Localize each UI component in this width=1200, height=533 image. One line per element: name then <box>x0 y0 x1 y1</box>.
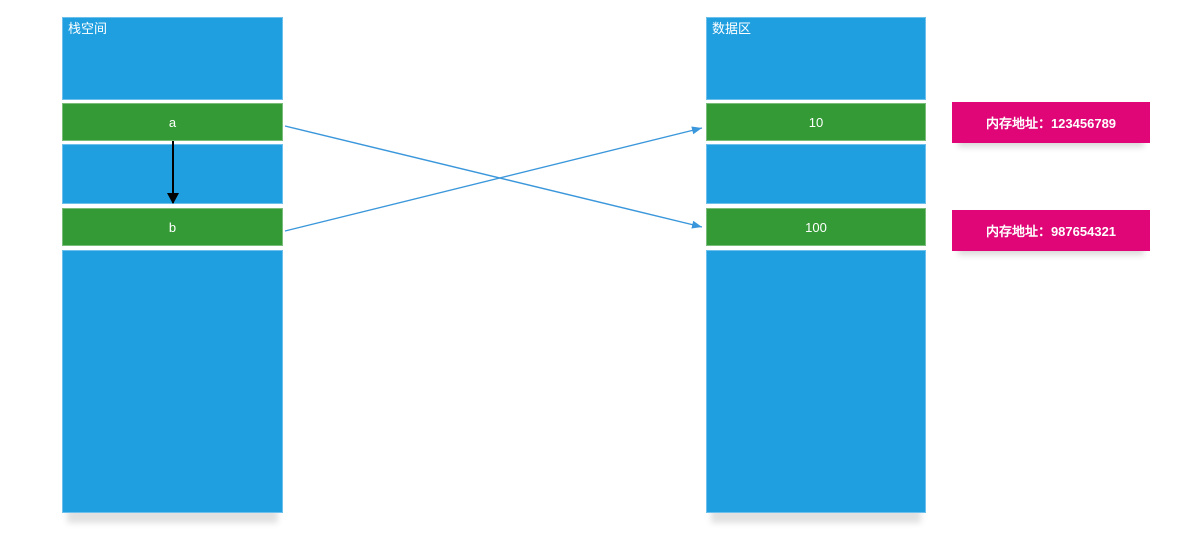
data-cell-10: 10 <box>706 103 926 141</box>
stack-var-a-label: a <box>168 114 177 130</box>
data-area-column: 数据区 10 100 <box>706 17 926 513</box>
memory-address-text-1: 内存地址：123456789 <box>985 116 1117 131</box>
stack-top-block: 栈空间 <box>62 17 283 100</box>
data-cell-100-value: 100 <box>805 219 827 235</box>
data-area-column-label: 数据区 <box>712 21 752 36</box>
stack-middle-block <box>62 144 283 204</box>
stack-column: 栈空间 a b <box>62 17 283 513</box>
memory-address-badge-987654321: 内存地址：987654321 <box>952 210 1150 251</box>
data-cell-10-value: 10 <box>808 114 824 130</box>
data-cell-100: 100 <box>706 208 926 246</box>
stack-bottom-block <box>62 250 283 513</box>
memory-address-badge-123456789: 内存地址：123456789 <box>952 102 1150 143</box>
data-area-bottom-block <box>706 250 926 513</box>
arrow-a-to-100 <box>284 125 703 229</box>
data-area-top-block: 数据区 <box>706 17 926 100</box>
memory-address-text-2: 内存地址：987654321 <box>985 224 1117 239</box>
stack-var-b-cell: b <box>62 208 283 246</box>
stack-var-a-cell: a <box>62 103 283 141</box>
stack-var-b-label: b <box>168 219 177 235</box>
data-area-middle-block <box>706 144 926 204</box>
stack-column-label: 栈空间 <box>68 21 108 36</box>
arrow-b-to-10 <box>284 126 703 232</box>
